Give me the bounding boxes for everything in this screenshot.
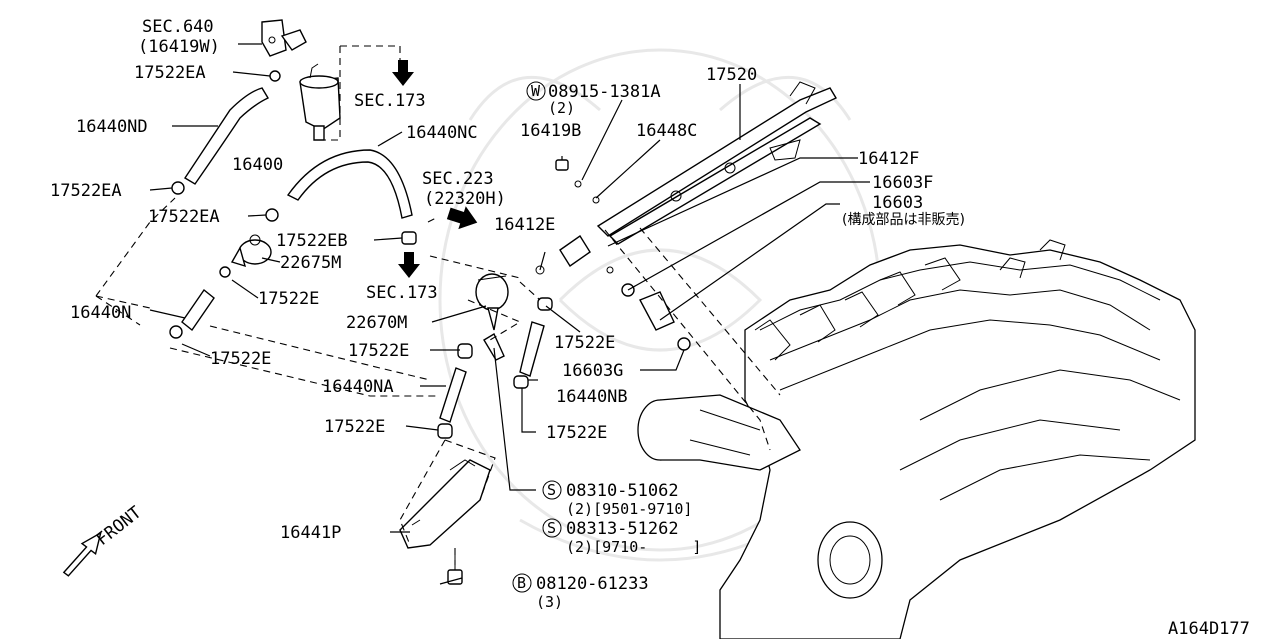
label-s-qty-2: (2)[9710- ] (566, 538, 701, 556)
label-17522eb: 17522EB (276, 231, 348, 251)
label-sec640: SEC.640 (142, 17, 214, 37)
label-16440na: 16440NA (322, 377, 394, 397)
label-s-qty-1: (2)[9501-9710] (566, 500, 692, 518)
label-16412f: 16412F (858, 149, 919, 169)
bracket-16441p (399, 459, 491, 549)
label-s-part-1: 08310-51062 (566, 481, 679, 501)
label-17522ea-low: 17522EA (148, 207, 220, 227)
label-b-qty: (3) (536, 593, 563, 611)
bracket-16419w (261, 19, 307, 57)
label-16603-note: (構成部品は非販売) (842, 212, 965, 228)
screw-16419b (555, 159, 600, 204)
label-17522ea-top: 17522EA (134, 63, 206, 83)
hose-16440na (439, 367, 467, 423)
label-s-part-2: 08313-51262 (566, 519, 679, 539)
part-labels: SEC.640 (16419W) 17522EA 16440ND 16400 1… (50, 17, 1250, 639)
fuel-tube-17520 (596, 81, 837, 245)
clips-17522e (437, 297, 553, 439)
hose-16440nb (519, 321, 545, 377)
label-w-part: 08915-1381A (548, 82, 661, 102)
w-code-circle (526, 81, 546, 101)
label-17522e-d: 17522E (324, 417, 385, 437)
label-16412e: 16412E (494, 215, 555, 235)
dashed-guides (95, 45, 781, 565)
label-s-code-1: S (547, 481, 556, 499)
fuel-filter-16400 (299, 63, 341, 141)
hose-16440nd (184, 87, 270, 185)
label-b-part: 08120-61233 (536, 574, 649, 594)
connector-16412e (535, 235, 591, 275)
bolt-08310 (483, 332, 505, 361)
label-22675m: 22675M (280, 253, 341, 273)
label-16441p: 16441P (280, 523, 341, 543)
label-16603g: 16603G (562, 361, 623, 381)
label-16440nc: 16440NC (406, 123, 478, 143)
arrow-sec223 (446, 206, 478, 230)
label-w-qty: (2) (548, 99, 575, 117)
b-code-circle (512, 573, 532, 593)
label-sec223: SEC.223 (422, 169, 494, 189)
label-16603f: 16603F (872, 173, 933, 193)
label-17522ea-mid: 17522EA (50, 181, 122, 201)
label-sec173-mid: SEC.173 (366, 283, 438, 303)
s-code-circle-2 (542, 518, 562, 538)
label-22670m: 22670M (346, 313, 407, 333)
label-s-code-2: S (547, 519, 556, 537)
s-code-circle-1 (542, 480, 562, 500)
label-b-code: B (517, 574, 526, 592)
label-16440n: 16440N (70, 303, 131, 323)
diagram-id: A164D177 (1168, 619, 1250, 639)
leader-lines (149, 43, 870, 585)
label-17522e-a: 17522E (258, 289, 319, 309)
label-16440nd: 16440ND (76, 117, 148, 137)
hose-16440n (181, 288, 215, 332)
label-17522e-e: 17522E (554, 333, 615, 353)
label-16419b: 16419B (520, 121, 581, 141)
label-17522e-b: 17522E (210, 349, 271, 369)
label-w-code: W (531, 82, 541, 100)
label-sec223-sub: (22320H) (424, 189, 506, 209)
label-16603: 16603 (872, 193, 923, 213)
damper-22675m (230, 234, 272, 268)
arrow-sec173-top (392, 60, 414, 86)
clips-17522ea (169, 70, 281, 339)
clip-17522eb (401, 231, 417, 245)
arrow-front (62, 531, 102, 577)
label-17520: 17520 (706, 65, 757, 85)
label-17522e-f: 17522E (546, 423, 607, 443)
engine-block (637, 239, 1196, 639)
label-16448c: 16448C (636, 121, 697, 141)
label-16440nb: 16440NB (556, 387, 628, 407)
label-sec640-sub: (16419W) (138, 37, 220, 57)
injector-16603 (606, 266, 691, 351)
arrow-sec173-mid (398, 252, 420, 278)
label-17522e-c: 17522E (348, 341, 409, 361)
label-sec173-top: SEC.173 (354, 91, 426, 111)
label-front: FRONT (93, 503, 146, 550)
hose-16440nc (286, 149, 413, 219)
regulator-22670m (475, 273, 509, 331)
label-16400: 16400 (232, 155, 283, 175)
